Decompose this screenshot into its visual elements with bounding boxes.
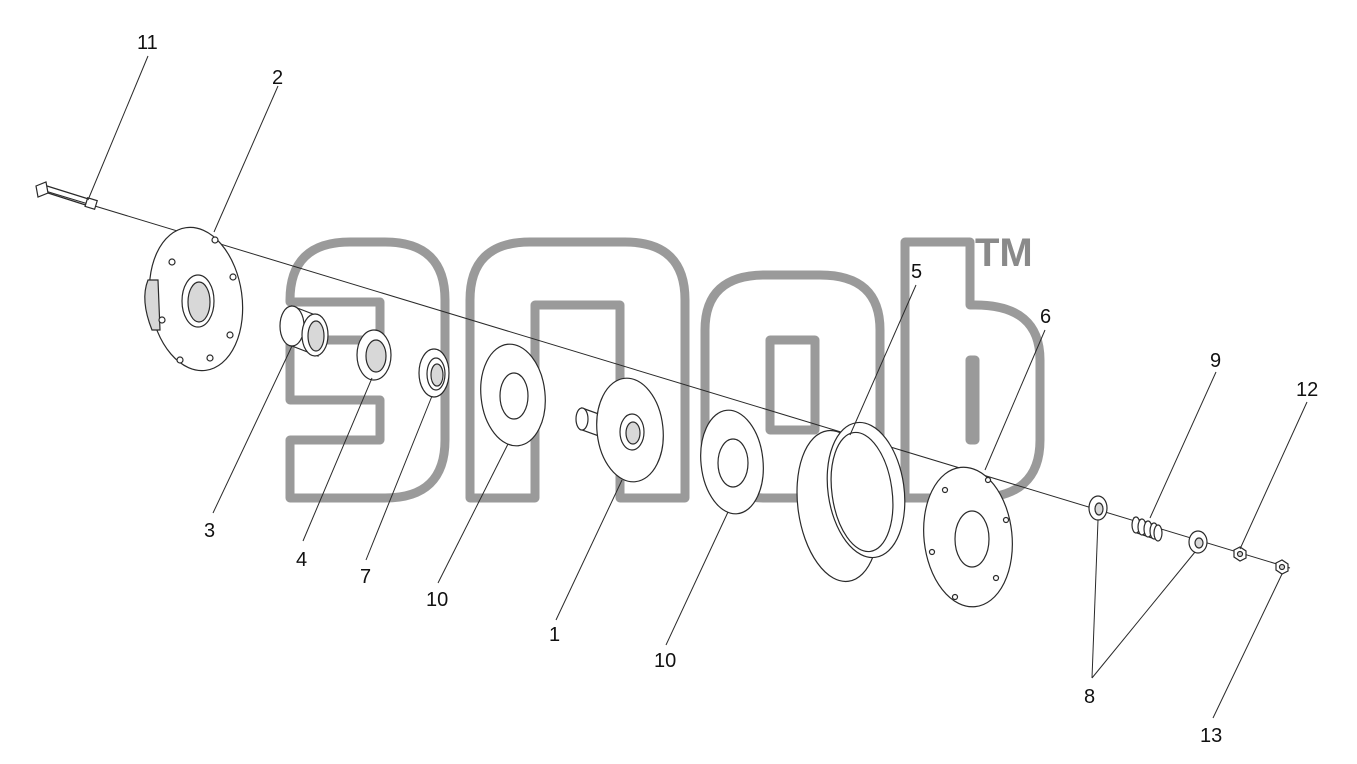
part-2-flange	[144, 226, 244, 372]
callout-7: 7	[360, 566, 371, 588]
leader-11	[87, 55, 149, 201]
leader-10a	[437, 443, 509, 584]
part-4-washer	[356, 329, 392, 381]
part-10-disc-left	[480, 343, 546, 447]
callout-11: 11	[137, 32, 158, 54]
watermark-glyph-2	[465, 237, 690, 503]
callout-13: 13	[1200, 725, 1222, 747]
watermark-glyph-4	[900, 237, 1045, 503]
leader-4	[302, 377, 373, 542]
trademark-mark: TM	[975, 231, 1033, 275]
leader-5	[849, 284, 917, 436]
part-7-ring	[418, 348, 450, 398]
leader-6	[984, 329, 1046, 471]
part-11-bolt	[35, 181, 98, 211]
part-8-washer-right	[1188, 530, 1208, 554]
part-5-cup	[796, 421, 906, 583]
callout-4: 4	[296, 549, 307, 571]
callout-6: 6	[1040, 306, 1051, 328]
leader-9	[1149, 371, 1217, 519]
leader-1	[555, 479, 623, 621]
leader-13	[1212, 573, 1283, 719]
leader-8b	[1091, 551, 1196, 679]
leader-10b	[665, 511, 729, 646]
callout-8: 8	[1084, 686, 1095, 708]
watermark-glyph-1	[285, 237, 450, 503]
callout-1: 1	[549, 624, 560, 646]
part-1-hub-disc	[575, 377, 664, 483]
leader-2	[213, 85, 279, 233]
part-8-washer-left	[1088, 495, 1108, 521]
part-12-nut	[1233, 546, 1247, 562]
callout-12: 12	[1296, 379, 1318, 401]
callout-labels: 11 2 3 4 7 10 1 10 5 6 9 12 8 13	[137, 32, 1318, 747]
callout-2: 2	[272, 67, 283, 89]
part-10-disc-right	[700, 409, 764, 515]
leader-7	[365, 395, 433, 561]
callout-9: 9	[1210, 350, 1221, 372]
leader-8a	[1091, 519, 1099, 679]
leader-12	[1239, 401, 1308, 550]
callout-3: 3	[204, 520, 215, 542]
part-6-cover-plate	[923, 466, 1013, 608]
callout-10-right: 10	[654, 650, 676, 672]
leader-lines	[87, 55, 1308, 719]
callout-5: 5	[911, 261, 922, 283]
leader-3	[212, 345, 293, 514]
ampf-logo-watermark: TM	[285, 231, 1045, 503]
callout-10-left: 10	[426, 589, 448, 611]
part-9-spring	[1131, 516, 1163, 542]
part-3-bushing	[279, 305, 329, 357]
part-13-nut	[1275, 559, 1289, 575]
assembly-axis	[41, 189, 1291, 569]
